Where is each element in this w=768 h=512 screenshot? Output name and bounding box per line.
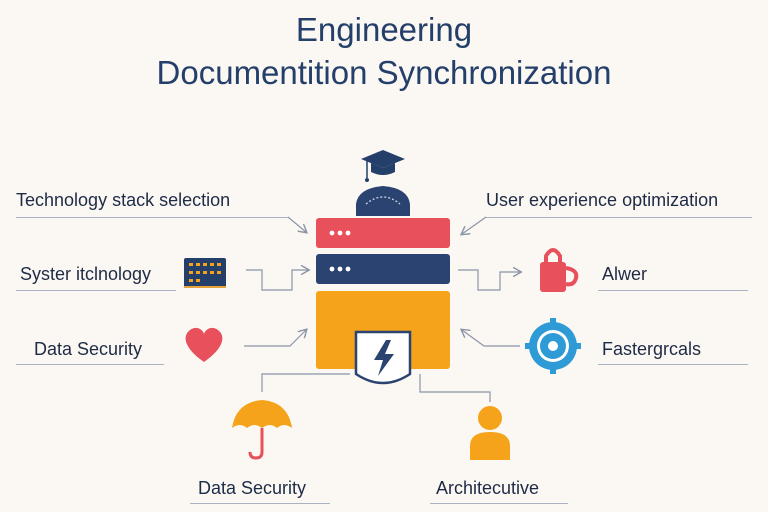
graduation-cap-icon — [361, 150, 405, 182]
underline-data-security-bottom — [190, 503, 330, 504]
underline-fastergrcals — [598, 364, 748, 365]
underline-alwer — [598, 290, 748, 291]
dome-icon — [356, 186, 410, 216]
label-architecutive: Architecutive — [436, 478, 540, 498]
connector-syster-itclnology — [246, 270, 308, 291]
server-bar-red — [316, 218, 450, 248]
gear-gauge-icon — [525, 318, 581, 374]
server-block-orange — [316, 291, 450, 369]
label-technology-stack: Technology stack selection — [16, 190, 231, 210]
heart-icon — [185, 327, 223, 362]
underline-user-experience — [486, 217, 752, 218]
label-user-experience: User experience optimization — [486, 190, 719, 210]
label-alwer: Alwer — [602, 264, 648, 284]
label-data-security-left: Data Security — [34, 339, 143, 359]
server-rack-icon — [184, 258, 226, 288]
underline-technology-stack — [16, 217, 288, 218]
connector-technology-stack — [287, 216, 306, 232]
title-line-1: Engineering — [295, 11, 473, 48]
umbrella-icon — [232, 400, 292, 460]
label-syster-itclnology: Syster itclnology — [20, 264, 152, 284]
connector-user — [419, 374, 491, 402]
label-fastergrcals: Fastergrcals — [602, 339, 702, 359]
connector-lines — [244, 216, 520, 402]
underline-data-security-left — [16, 364, 164, 365]
user-icon — [470, 406, 510, 460]
label-data-security-bottom: Data Security — [198, 478, 307, 498]
underline-architecutive — [430, 503, 568, 504]
underline-syster-itclnology — [16, 290, 176, 291]
connector-user-experience — [462, 216, 487, 234]
connector-data-security-left — [244, 330, 306, 347]
title-line-2: Documentition Synchronization — [156, 54, 612, 91]
lightning-shield-icon — [354, 330, 412, 385]
padlock-mug-icon — [540, 248, 579, 292]
server-bar-navy — [316, 254, 450, 284]
connector-alwer — [458, 270, 520, 291]
connector-umbrella — [261, 373, 350, 392]
connector-fastergrcals — [462, 330, 520, 347]
